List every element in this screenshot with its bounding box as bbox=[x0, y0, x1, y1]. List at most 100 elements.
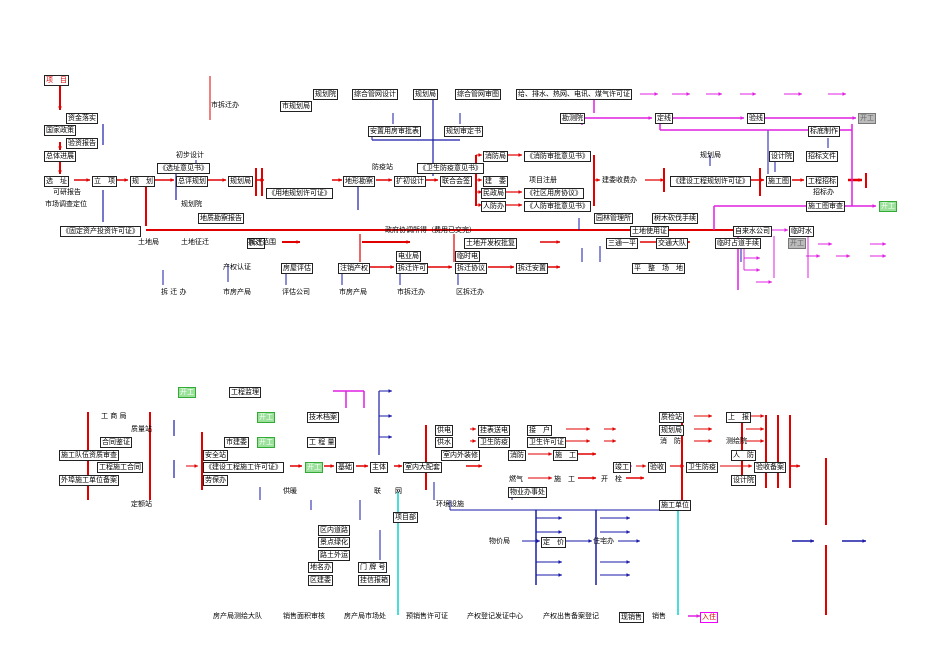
node-bottom-gongshangju: 工 商 局 bbox=[101, 412, 127, 420]
node-top-chaiqianxieyi: 拆迁协议 bbox=[455, 263, 487, 274]
node-top-tudikaifa: 土地开发权批复 bbox=[464, 238, 517, 249]
node-top-chanquan: 产权认证 bbox=[223, 263, 251, 271]
node-top-pinggu: 评估公司 bbox=[282, 288, 310, 296]
node-bottom-gongyun: 竣工 bbox=[613, 462, 631, 473]
node-top-dizhi: 地质勘察报告 bbox=[198, 213, 244, 224]
node-bottom-xiaoshou: 销售面积审核 bbox=[283, 612, 325, 620]
arrowhead-248 bbox=[626, 530, 630, 534]
node-top-pingzheng: 平 整 场 地 bbox=[632, 263, 685, 274]
node-top-fangyi: 防疫站 bbox=[372, 163, 393, 171]
node-top-santong: 三通一平 bbox=[606, 238, 638, 249]
arrowhead-109 bbox=[654, 92, 658, 96]
arrowhead-1 bbox=[58, 106, 62, 110]
node-bottom-renfang2: 人 防 bbox=[731, 450, 756, 461]
node-top-zongti: 总体进展 bbox=[44, 151, 76, 162]
node-top-jianshexuke: 《建设工程规划许可证》 bbox=[670, 176, 751, 187]
node-top-shigongtu: 施工图 bbox=[766, 176, 791, 187]
arrowhead-190 bbox=[586, 439, 590, 443]
node-top-gongcheng: 工程招标 bbox=[806, 176, 838, 187]
arrowhead-165 bbox=[330, 464, 334, 468]
node-top-lianhe: 联合会签 bbox=[440, 176, 472, 187]
node-top-linshidian: 临时电 bbox=[455, 251, 480, 262]
arrowhead-124 bbox=[872, 204, 876, 208]
node-bottom-fangchanceliang: 房产局测绘大队 bbox=[213, 612, 262, 620]
arrowhead-136 bbox=[784, 228, 788, 232]
node-bottom-xiaoshou2: 销售 bbox=[652, 612, 666, 620]
node-top-biaodi: 标底制作 bbox=[808, 126, 840, 137]
node-top-shichaiqianban: 市拆迁办 bbox=[211, 101, 239, 109]
node-top-kaigong: 开工 bbox=[879, 201, 897, 212]
node-top-kexing: 可研报告 bbox=[53, 188, 81, 196]
node-top-linshishui: 临时水 bbox=[789, 226, 814, 237]
node-top-geipai: 给、排水、热网、电讯、煤气许可证 bbox=[516, 89, 632, 100]
arrowhead-34 bbox=[478, 203, 482, 207]
arrowhead-227 bbox=[388, 389, 392, 393]
node-top-linshizhandao: 临时占道手续 bbox=[715, 238, 761, 249]
arrowhead-240 bbox=[558, 530, 562, 534]
arrowhead-25 bbox=[434, 178, 438, 182]
node-top-shigongshen: 施工图审查 bbox=[806, 201, 845, 212]
node-top-guihua: 规 划 bbox=[130, 176, 155, 187]
node-top-shumu: 树木砍伐手续 bbox=[652, 213, 698, 224]
arrowhead-264 bbox=[862, 539, 866, 543]
node-bottom-dinge: 定额站 bbox=[131, 500, 152, 508]
arrowhead-72 bbox=[556, 265, 560, 269]
arrowhead-258 bbox=[636, 539, 640, 543]
node-top-anzhi: 安置用房审批表 bbox=[368, 126, 421, 137]
arrowhead-140 bbox=[816, 254, 820, 258]
arrowhead-174 bbox=[548, 452, 552, 456]
node-bottom-yanshou: 验收 bbox=[648, 462, 666, 473]
node-bottom-quzhengfu: 区建委 bbox=[308, 575, 333, 586]
node-bottom-gongchengshigong: 工程施工合同 bbox=[97, 462, 143, 473]
node-top-jiaotong: 交通大队 bbox=[656, 238, 688, 249]
arrowhead-273 bbox=[696, 614, 700, 618]
node-bottom-gongchengjianli: 工程监理 bbox=[229, 387, 261, 398]
arrowhead-256 bbox=[588, 539, 592, 543]
node-bottom-shejiyuan2: 设计院 bbox=[731, 475, 756, 486]
arrowhead-262 bbox=[810, 539, 814, 543]
arrowhead-46 bbox=[660, 178, 664, 182]
node-top-minzheng: 民政局 bbox=[481, 188, 506, 199]
node-bottom-kaigong3: 开工 bbox=[257, 437, 275, 448]
node-bottom-lianwang: 联 网 bbox=[374, 487, 402, 495]
arrowhead-146 bbox=[882, 254, 886, 258]
node-top-tudishiyong: 土地使用证 bbox=[630, 226, 669, 237]
arrowhead-211 bbox=[708, 414, 712, 418]
node-top-xuanzhiyijian: 《选址意见书》 bbox=[157, 163, 210, 174]
arrowhead-209 bbox=[760, 439, 764, 443]
arrowhead-192 bbox=[612, 427, 616, 431]
node-top-xuanzhi: 选 址 bbox=[44, 176, 69, 187]
node-bottom-jingdian: 景点绿化 bbox=[318, 537, 350, 548]
node-bottom-weisheng2: 卫生防疫 bbox=[478, 437, 510, 448]
node-top-sheji: 设计院 bbox=[769, 151, 794, 162]
node-top-kanchayuan: 勘测院 bbox=[560, 113, 585, 124]
node-bottom-nuanqi: 燃气 bbox=[509, 475, 523, 483]
node-bottom-zhuanbao: 劳保办 bbox=[203, 475, 228, 486]
arrowhead-58 bbox=[406, 240, 410, 244]
arrowhead-103 bbox=[648, 116, 652, 120]
node-bottom-jiantu: 路土外运 bbox=[318, 550, 350, 561]
node-top-xiangmu: 项 目 bbox=[44, 75, 69, 86]
arrowhead-117 bbox=[798, 92, 802, 96]
arrowhead-28 bbox=[478, 153, 482, 157]
node-top-zonghe2: 综合管网审图 bbox=[455, 89, 501, 100]
arrowhead-132 bbox=[756, 256, 760, 260]
node-top-chaiqiananzhi: 拆迁安置 bbox=[516, 263, 548, 274]
node-bottom-ruzhu: 入住 bbox=[700, 612, 718, 623]
arrowhead-5 bbox=[58, 170, 62, 174]
arrowhead-231 bbox=[388, 435, 392, 439]
arrowhead-180 bbox=[592, 476, 596, 480]
node-top-guihuaju2: 规划局 bbox=[413, 89, 438, 100]
arrowhead-11 bbox=[170, 178, 174, 182]
node-bottom-cehuiyuan: 测绘院 bbox=[726, 437, 747, 445]
node-bottom-diming: 地名办 bbox=[308, 562, 333, 573]
node-bottom-xianshou: 现销售 bbox=[619, 612, 644, 623]
arrowhead-172 bbox=[478, 464, 482, 468]
node-top-shichaiqian2: 市拆迁办 bbox=[397, 288, 425, 296]
node-bottom-shichang2: 房产局市场处 bbox=[344, 612, 386, 620]
node-top-xiangmuzhuce: 项目注册 bbox=[529, 176, 557, 184]
node-bottom-gongchengliang: 工 程 量 bbox=[307, 437, 337, 448]
arrowhead-142 bbox=[846, 254, 850, 258]
node-top-guihuaju3: 规划局 bbox=[700, 151, 721, 159]
